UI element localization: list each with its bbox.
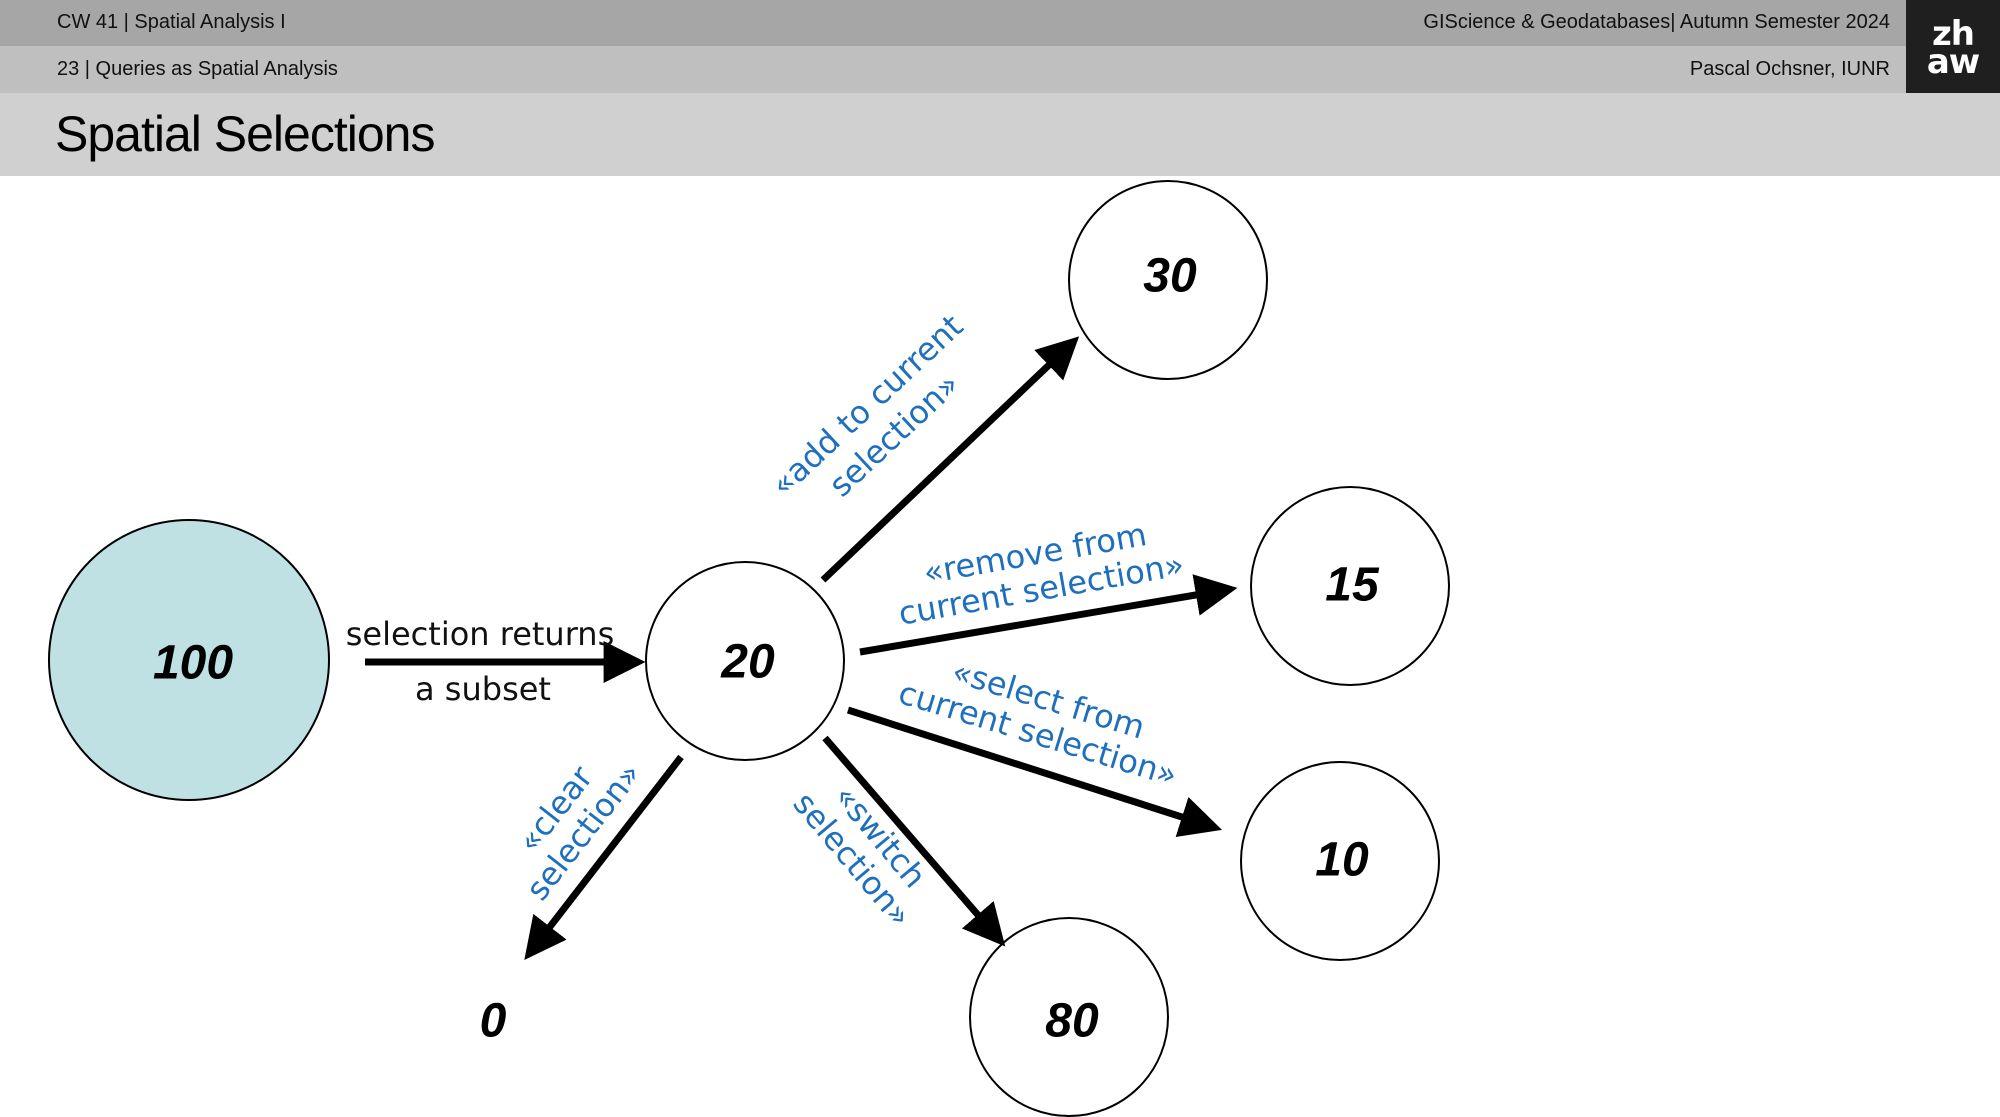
node-0-label: 0: [480, 995, 507, 1048]
selection-returns-line1: selection returns: [346, 615, 615, 653]
selection-returns-line2: a subset: [415, 670, 551, 708]
arrow-select-from: [846, 706, 1222, 838]
course-title: GIScience & Geodatabases| Autumn Semeste…: [1423, 11, 1890, 33]
node-100-circle: [48, 519, 330, 801]
node-80-circle: [969, 917, 1169, 1117]
arrow-switch: [822, 735, 1006, 947]
node-15-label: 15: [1325, 559, 1380, 612]
node-15-circle: [1250, 486, 1450, 686]
node-20-label: 20: [720, 636, 775, 689]
course-week: CW 41 | Spatial Analysis I: [57, 11, 286, 33]
node-20-circle: [645, 561, 845, 761]
header-second-bar: [0, 46, 1906, 93]
node-30-label: 30: [1143, 250, 1197, 303]
logo-line2: aw: [1926, 42, 1980, 82]
node-10-label: 10: [1315, 834, 1369, 887]
arrow-add: [820, 336, 1080, 583]
logo-line1: zh: [1932, 14, 1975, 54]
zhaw-logo: zh aw: [1906, 0, 2000, 93]
node-80-label: 80: [1045, 995, 1099, 1048]
slide-info: 23 | Queries as Spatial Analysis: [57, 58, 338, 80]
slide-title: Spatial Selections: [55, 106, 435, 162]
node-30-circle: [1068, 180, 1268, 380]
node-100-label: 100: [153, 637, 233, 690]
arrow-clear: [524, 754, 684, 960]
header-top-bar: [0, 0, 1906, 46]
author: Pascal Ochsner, IUNR: [1689, 58, 1890, 80]
arrow-remove: [859, 574, 1238, 656]
node-10-circle: [1240, 761, 1440, 961]
title-bar: [0, 93, 2000, 176]
